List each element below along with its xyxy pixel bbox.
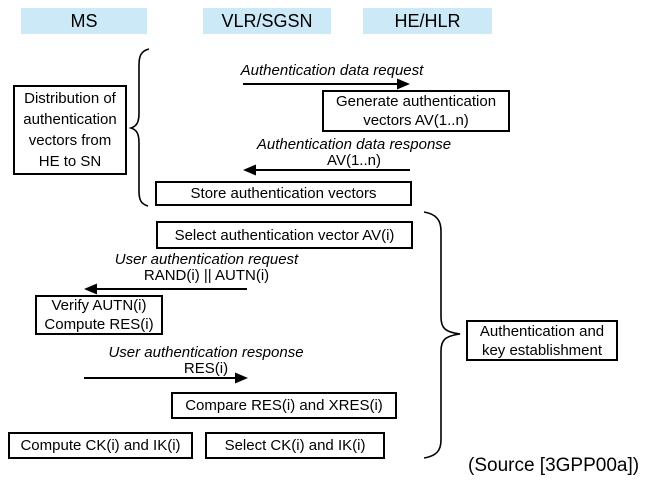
process-box-select-vector: Select authentication vector AV(i)	[156, 221, 413, 249]
message-params: RES(i)	[183, 360, 229, 377]
process-box-store-vectors: Store authentication vectors	[155, 181, 412, 206]
message-params: AV(1..n)	[327, 152, 381, 169]
message-title: Authentication data request	[240, 62, 424, 79]
message-params: RAND(i) || AUTN(i)	[143, 267, 270, 284]
entity-header-he-hlr: HE/HLR	[363, 8, 492, 34]
entity-header-ms: MS	[21, 8, 147, 34]
right-brace	[423, 211, 461, 459]
process-box-generate-vectors: Generate authentication vectors AV(1..n)	[322, 90, 510, 132]
process-box-compare-res: Compare RES(i) and XRES(i)	[171, 392, 397, 419]
entity-header-vlr-sgsn: VLR/SGSN	[203, 8, 331, 34]
phase-label-auth-key-establishment: Authentication and key establishment	[466, 320, 618, 361]
message-label-user-auth-request: User authentication request RAND(i) || A…	[94, 252, 319, 284]
source-note: (Source [3GPP00a])	[468, 455, 640, 476]
message-title: User authentication response	[108, 344, 304, 361]
message-label-auth-data-request: Authentication data request	[232, 63, 432, 79]
left-brace	[128, 48, 150, 207]
message-label-auth-data-response: Authentication data response AV(1..n)	[245, 137, 463, 169]
phase-label-distribution: Distribution of authentication vectors f…	[13, 85, 127, 175]
process-box-verify-compute: Verify AUTN(i) Compute RES(i)	[35, 295, 163, 335]
message-label-user-auth-response: User authentication response RES(i)	[95, 345, 317, 377]
process-box-compute-keys: Compute CK(i) and IK(i)	[8, 432, 193, 459]
message-title: Authentication data response	[256, 136, 452, 153]
arrow-user-auth-request	[84, 283, 247, 295]
message-title: User authentication request	[114, 251, 299, 268]
arrow-auth-data-request	[243, 78, 410, 90]
process-box-select-keys: Select CK(i) and IK(i)	[205, 432, 385, 459]
